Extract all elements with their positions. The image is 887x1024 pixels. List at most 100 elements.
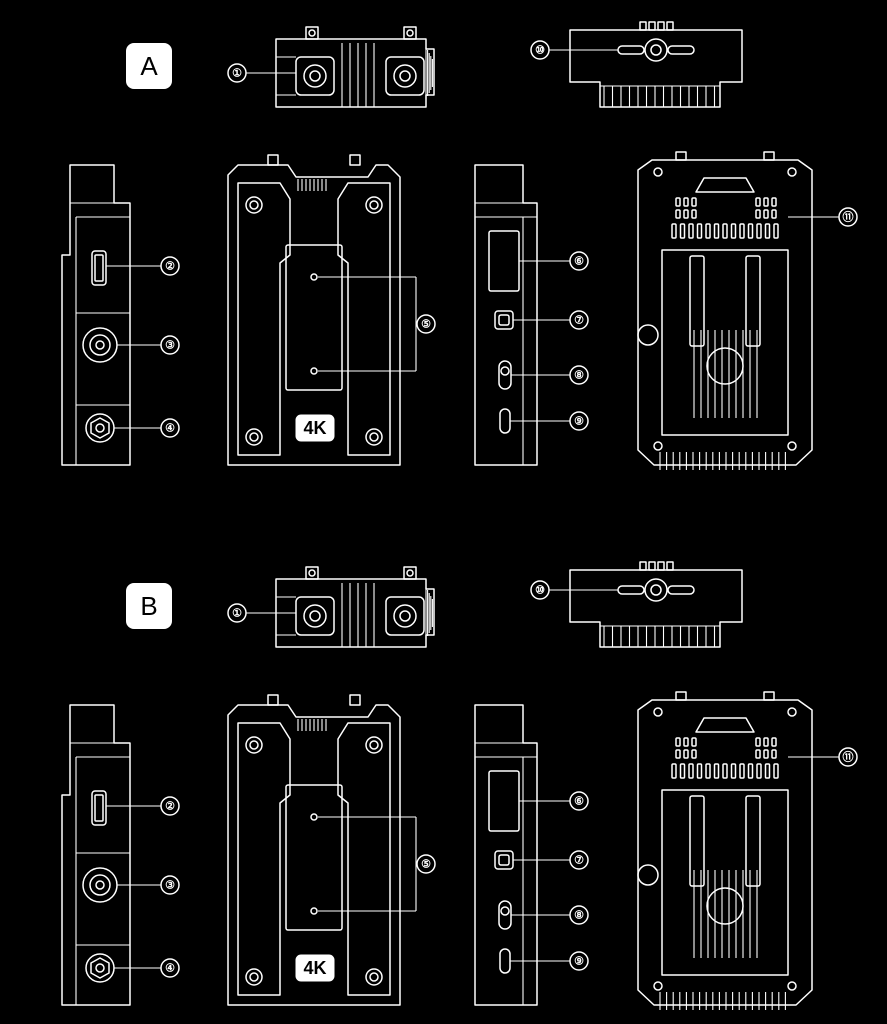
mount-slot-left: [617, 585, 645, 595]
right-side-body: [474, 164, 538, 466]
callout-10: ⑩: [530, 40, 550, 60]
back-slot-5: [713, 763, 720, 779]
menu-button: [494, 310, 514, 330]
callout-9: ⑨: [569, 951, 589, 971]
callout-5-circle: [416, 854, 436, 874]
callout-11: ⑪: [838, 747, 858, 767]
mount-slot-right: [667, 585, 695, 595]
front-top-screw-left: [267, 694, 279, 706]
bnc-socket-2: [385, 56, 425, 96]
back-vent-r-1-1: [763, 749, 769, 759]
hdmi-port: [91, 250, 107, 286]
resolution-badge: 4K: [295, 414, 335, 442]
front-screw-tl-outer: [245, 736, 263, 754]
callout-11-number: ⑪: [843, 750, 854, 764]
front-left-rail: [237, 722, 291, 996]
back-rail-right: [745, 255, 761, 347]
back-slot-9: [747, 763, 754, 779]
front-center-plate: [285, 244, 343, 391]
callout-7: ⑦: [569, 850, 589, 870]
left-side-body: [61, 164, 131, 466]
callout-7-number: ⑦: [574, 855, 584, 867]
back-slot-7: [730, 763, 737, 779]
back-slot-3: [696, 223, 703, 239]
front-mount-hole-top: [310, 273, 318, 281]
back-vent-r-0-0: [755, 197, 761, 207]
set-label-a: A: [126, 43, 172, 89]
resolution-badge: 4K: [295, 954, 335, 982]
back-vent-r-1-0: [763, 197, 769, 207]
callout-11-number: ⑪: [843, 210, 854, 224]
back-plate: [661, 249, 789, 436]
back-top-screw-left: [675, 691, 687, 701]
back-plate: [661, 789, 789, 976]
back-slot-0: [671, 223, 677, 239]
usb-c-port: [499, 408, 511, 434]
mount-top-tab-3: [666, 561, 674, 571]
callout-7: ⑦: [569, 310, 589, 330]
back-vent-r-0-1: [755, 209, 761, 219]
top-view-body: [275, 578, 435, 648]
back-screw-tl: [653, 167, 663, 177]
back-slot-3: [696, 763, 703, 779]
back-slot-2: [688, 763, 694, 779]
back-body: [637, 699, 813, 1006]
back-vent-l-0-1: [675, 749, 681, 759]
bottom-mount-view: ⑩: [530, 21, 743, 108]
bottom-mount-view: ⑩: [530, 561, 743, 648]
callout-3-number: ③: [165, 880, 175, 892]
resolution-badge-box: [295, 954, 335, 982]
callout-1: ①: [227, 603, 247, 623]
mount-slot-right: [667, 45, 695, 55]
front-right-rail: [337, 182, 391, 456]
back-slot-10: [756, 763, 762, 779]
mount-top-tab-0: [639, 561, 647, 571]
back-slot-8: [739, 763, 745, 779]
callout-5-circle: [416, 314, 436, 334]
oled-screen: [488, 770, 520, 832]
front-screw-br: [365, 968, 383, 986]
front-screw-tr-inner: [369, 200, 379, 210]
back-center-boss: [706, 347, 744, 385]
back-slot-7: [730, 223, 737, 239]
callout-3: ③: [160, 335, 180, 355]
top-view-tab-left: [305, 26, 319, 40]
callout-11: ⑪: [838, 207, 858, 227]
front-screw-bl: [245, 968, 263, 986]
back-rail-left: [689, 255, 705, 347]
resolution-badge-text: 4K: [303, 418, 326, 438]
back-slot-4: [705, 223, 711, 239]
back-vent-l-1-1: [683, 209, 689, 219]
top-view-body: [275, 38, 435, 108]
back-vent-l-1-1: [683, 749, 689, 759]
back-handle: [695, 717, 755, 733]
front-mount-hole-top: [310, 813, 318, 821]
back-slot-1: [679, 223, 686, 239]
back-vent-l-1-0: [683, 197, 689, 207]
front-right-rail: [337, 722, 391, 996]
back-slot-6: [722, 763, 728, 779]
front-left-rail: [237, 182, 291, 456]
callout-10-number: ⑩: [535, 45, 545, 57]
callout-4-number: ④: [165, 423, 175, 435]
bnc-socket-1: [295, 596, 335, 636]
front-view: 4K ⑤: [227, 694, 436, 1006]
front-screw-tl-outer: [245, 196, 263, 214]
callout-8: ⑧: [569, 905, 589, 925]
back-top-screw-left: [675, 151, 687, 161]
callout-4: ④: [160, 418, 180, 438]
callout-1-number: ①: [232, 68, 242, 80]
callout-4: ④: [160, 958, 180, 978]
callout-5-number: ⑤: [421, 859, 431, 871]
front-top-screw-left: [267, 154, 279, 166]
left-side-body: [61, 704, 131, 1006]
back-screw-br: [787, 981, 797, 991]
front-screw-bl-outer: [245, 428, 263, 446]
front-screw-br-outer: [365, 428, 383, 446]
back-screw-bl: [653, 441, 663, 451]
callout-5-number: ⑤: [421, 319, 431, 331]
back-vent-l-0-1: [675, 209, 681, 219]
